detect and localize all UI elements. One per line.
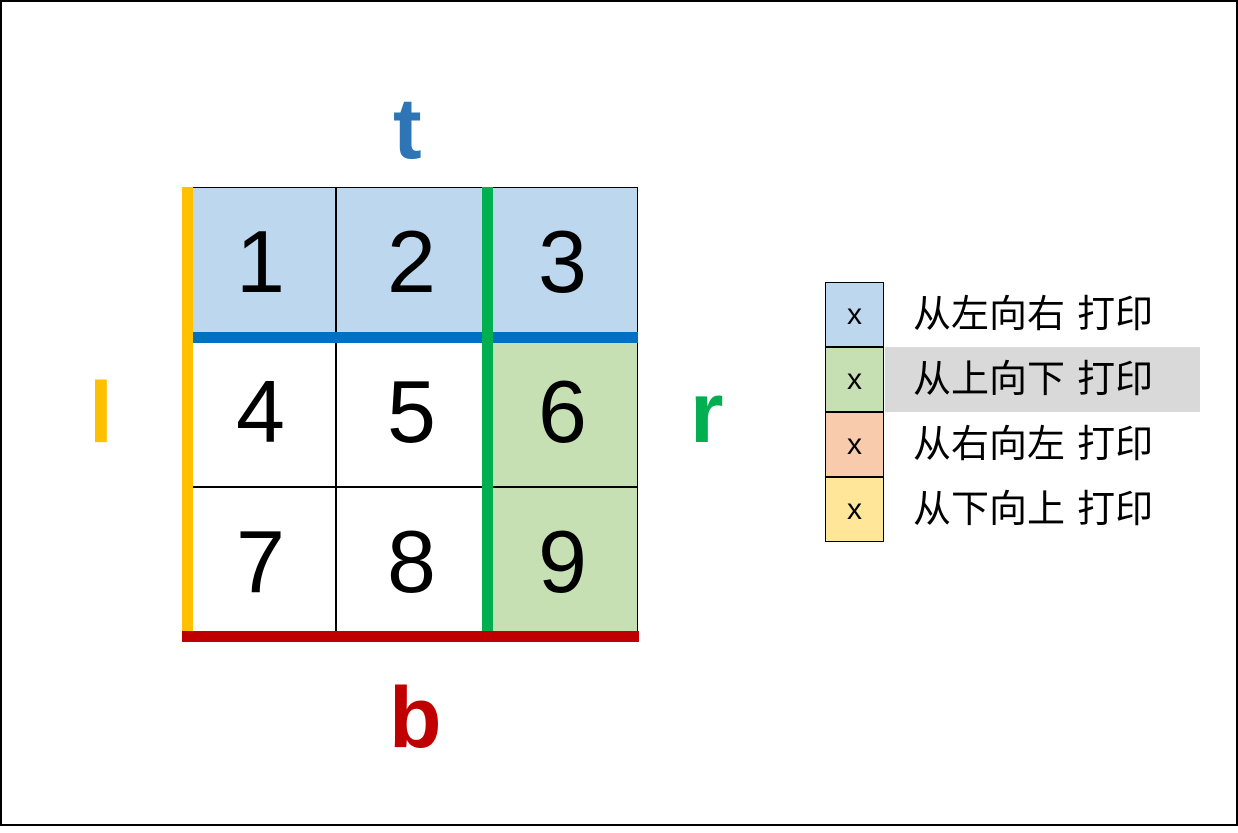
legend-highlight — [885, 347, 1200, 412]
legend-swatch-bottom-to-top: x — [825, 477, 884, 542]
matrix-cell: 1 — [185, 187, 336, 337]
label-left: l — [89, 365, 113, 461]
matrix-cell: 5 — [336, 337, 487, 487]
legend-label: 从上向下 打印 — [913, 357, 1154, 401]
legend-item: x 从左向右 打印 — [825, 282, 1205, 347]
matrix-cell: 2 — [336, 187, 487, 337]
matrix-cell: 9 — [487, 487, 638, 637]
legend-item: x 从上向下 打印 — [825, 347, 1205, 412]
legend-label: 从左向右 打印 — [913, 292, 1154, 336]
label-top: t — [393, 81, 422, 177]
matrix-grid: 1 2 3 4 5 6 7 8 9 — [185, 187, 638, 637]
label-bottom: b — [389, 670, 442, 766]
matrix-cell: 7 — [185, 487, 336, 637]
bottom-boundary-line — [182, 631, 639, 642]
legend-swatch-right-to-left: x — [825, 412, 884, 477]
top-boundary-line — [193, 332, 638, 343]
matrix-cell: 4 — [185, 337, 336, 487]
matrix-cell: 3 — [487, 187, 638, 337]
legend-item: x 从右向左 打印 — [825, 412, 1205, 477]
legend-label: 从右向左 打印 — [913, 422, 1154, 466]
legend-swatch-top-to-bottom: x — [825, 347, 884, 412]
legend-item: x 从下向上 打印 — [825, 477, 1205, 542]
left-boundary-line — [182, 187, 193, 636]
legend-label: 从下向上 打印 — [913, 487, 1154, 531]
label-right: r — [690, 365, 724, 461]
right-boundary-line — [482, 187, 493, 636]
legend-swatch-left-to-right: x — [825, 282, 884, 347]
matrix-cell: 8 — [336, 487, 487, 637]
matrix-cell: 6 — [487, 337, 638, 487]
